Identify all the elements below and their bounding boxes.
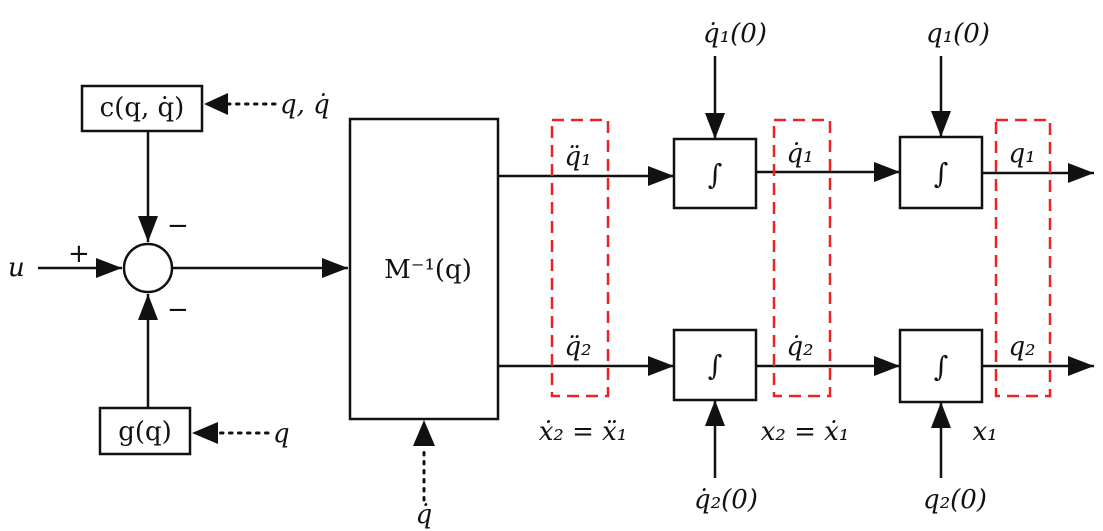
qqdot-arrowhead bbox=[204, 93, 228, 115]
state-box-acceleration bbox=[550, 118, 610, 398]
q-arrowhead bbox=[192, 422, 218, 444]
qdot-arrowhead bbox=[413, 420, 435, 446]
inverse-mass-block bbox=[348, 117, 500, 421]
qdot-input-label: q̇ bbox=[416, 500, 433, 530]
u-input-label: u bbox=[8, 253, 25, 283]
q-input-label: q bbox=[273, 419, 290, 449]
q2dot0-label: q̇₂(0) bbox=[694, 485, 758, 515]
state-box-position bbox=[994, 118, 1052, 398]
q1dot0-label: q̇₁(0) bbox=[703, 19, 767, 49]
state-box-velocity bbox=[772, 118, 832, 398]
q10-label: q₁(0) bbox=[926, 19, 990, 49]
gravity-block bbox=[98, 406, 192, 456]
q1dot-label: q̇₁ bbox=[786, 139, 813, 169]
minus-sign-top: − bbox=[167, 211, 189, 241]
summing-junction bbox=[122, 242, 174, 294]
x1-label: x₁ bbox=[972, 417, 997, 447]
integrator-q1dot-symbol: ∫ bbox=[708, 158, 723, 191]
coriolis-block-label: c(q, q̇) bbox=[100, 93, 185, 123]
integrator-q1-symbol: ∫ bbox=[934, 157, 949, 190]
q1-label: q₁ bbox=[1008, 139, 1035, 169]
x2-equation-label: x₂ = ẋ₁ bbox=[761, 417, 850, 447]
qqdot-input-label: q, q̇ bbox=[280, 90, 330, 120]
inverse-mass-label: M⁻¹(q) bbox=[384, 255, 472, 285]
integrator-q1dot bbox=[672, 137, 758, 210]
plus-sign: + bbox=[68, 239, 90, 269]
q1ddot-label: q̈₁ bbox=[564, 142, 591, 172]
q2dot-label: q̇₂ bbox=[786, 332, 813, 362]
integrator-q2-symbol: ∫ bbox=[934, 350, 949, 383]
integrator-q2 bbox=[898, 328, 984, 404]
q2-label: q₂ bbox=[1008, 332, 1035, 362]
q2ddot-label: q̈₂ bbox=[564, 332, 591, 362]
gravity-block-label: g(q) bbox=[118, 417, 172, 447]
x2dot-equation-label: ẋ₂ = ẍ₁ bbox=[539, 417, 628, 447]
minus-sign-bottom: − bbox=[167, 295, 189, 325]
coriolis-block bbox=[80, 84, 204, 133]
q20-label: q₂(0) bbox=[923, 485, 987, 515]
integrator-q2dot-symbol: ∫ bbox=[708, 349, 723, 382]
